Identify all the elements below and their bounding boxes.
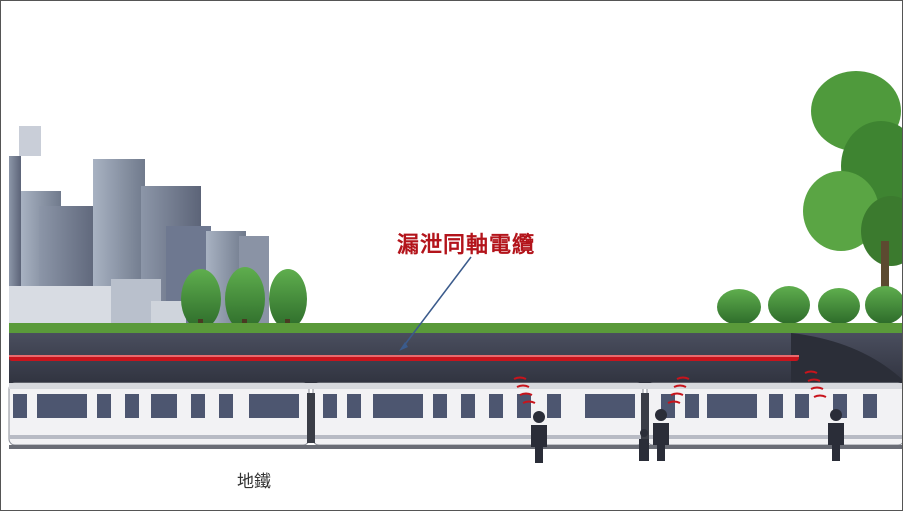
grass-strip (9, 323, 902, 333)
tree-icon (181, 267, 307, 331)
tree-icon (803, 71, 902, 326)
shrub-icon (717, 286, 902, 325)
metro-label: 地鐵 (237, 472, 271, 492)
passenger-icon (531, 409, 844, 463)
cable-pointer-line (402, 256, 472, 348)
signal-wave-icon (513, 370, 827, 404)
cable-label: 漏泄同軸電纜 (397, 232, 536, 258)
train-icon (8, 382, 902, 449)
